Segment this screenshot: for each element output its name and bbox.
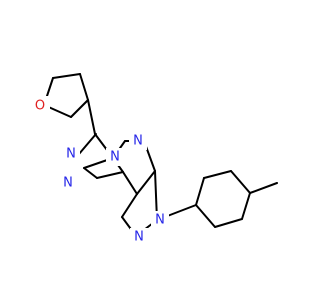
bond xyxy=(83,167,98,179)
atom-label-layer: O N N N N N N xyxy=(30,96,169,246)
atom-n2: N xyxy=(62,145,80,163)
atom-n1: N xyxy=(106,148,124,166)
atom-label: N xyxy=(63,176,73,191)
atom-label: N xyxy=(133,134,143,149)
bond xyxy=(52,73,81,79)
atom-label: N xyxy=(66,147,76,162)
bond xyxy=(121,193,138,218)
bond xyxy=(70,99,89,118)
atom-label: O xyxy=(35,99,45,114)
bond xyxy=(249,182,278,194)
bond xyxy=(78,133,97,155)
bond xyxy=(195,204,216,228)
atom-n5: N xyxy=(151,211,169,229)
bond xyxy=(241,192,251,220)
atom-o1: O xyxy=(30,96,50,116)
bond xyxy=(122,171,138,195)
bond xyxy=(79,73,89,101)
atom-label: N xyxy=(155,213,165,228)
atom-label: N xyxy=(110,150,120,165)
bond xyxy=(195,177,205,206)
bond xyxy=(136,170,156,195)
atom-n4: N xyxy=(129,132,147,150)
atom-n6: N xyxy=(130,228,148,246)
atom-n3: N xyxy=(59,174,77,192)
bond xyxy=(87,99,96,135)
molecule-structure: O N N N N N N xyxy=(30,73,278,246)
bond xyxy=(96,171,124,179)
bond xyxy=(203,170,232,179)
bond xyxy=(230,170,251,194)
bond xyxy=(214,218,243,228)
atom-label: N xyxy=(134,230,144,245)
